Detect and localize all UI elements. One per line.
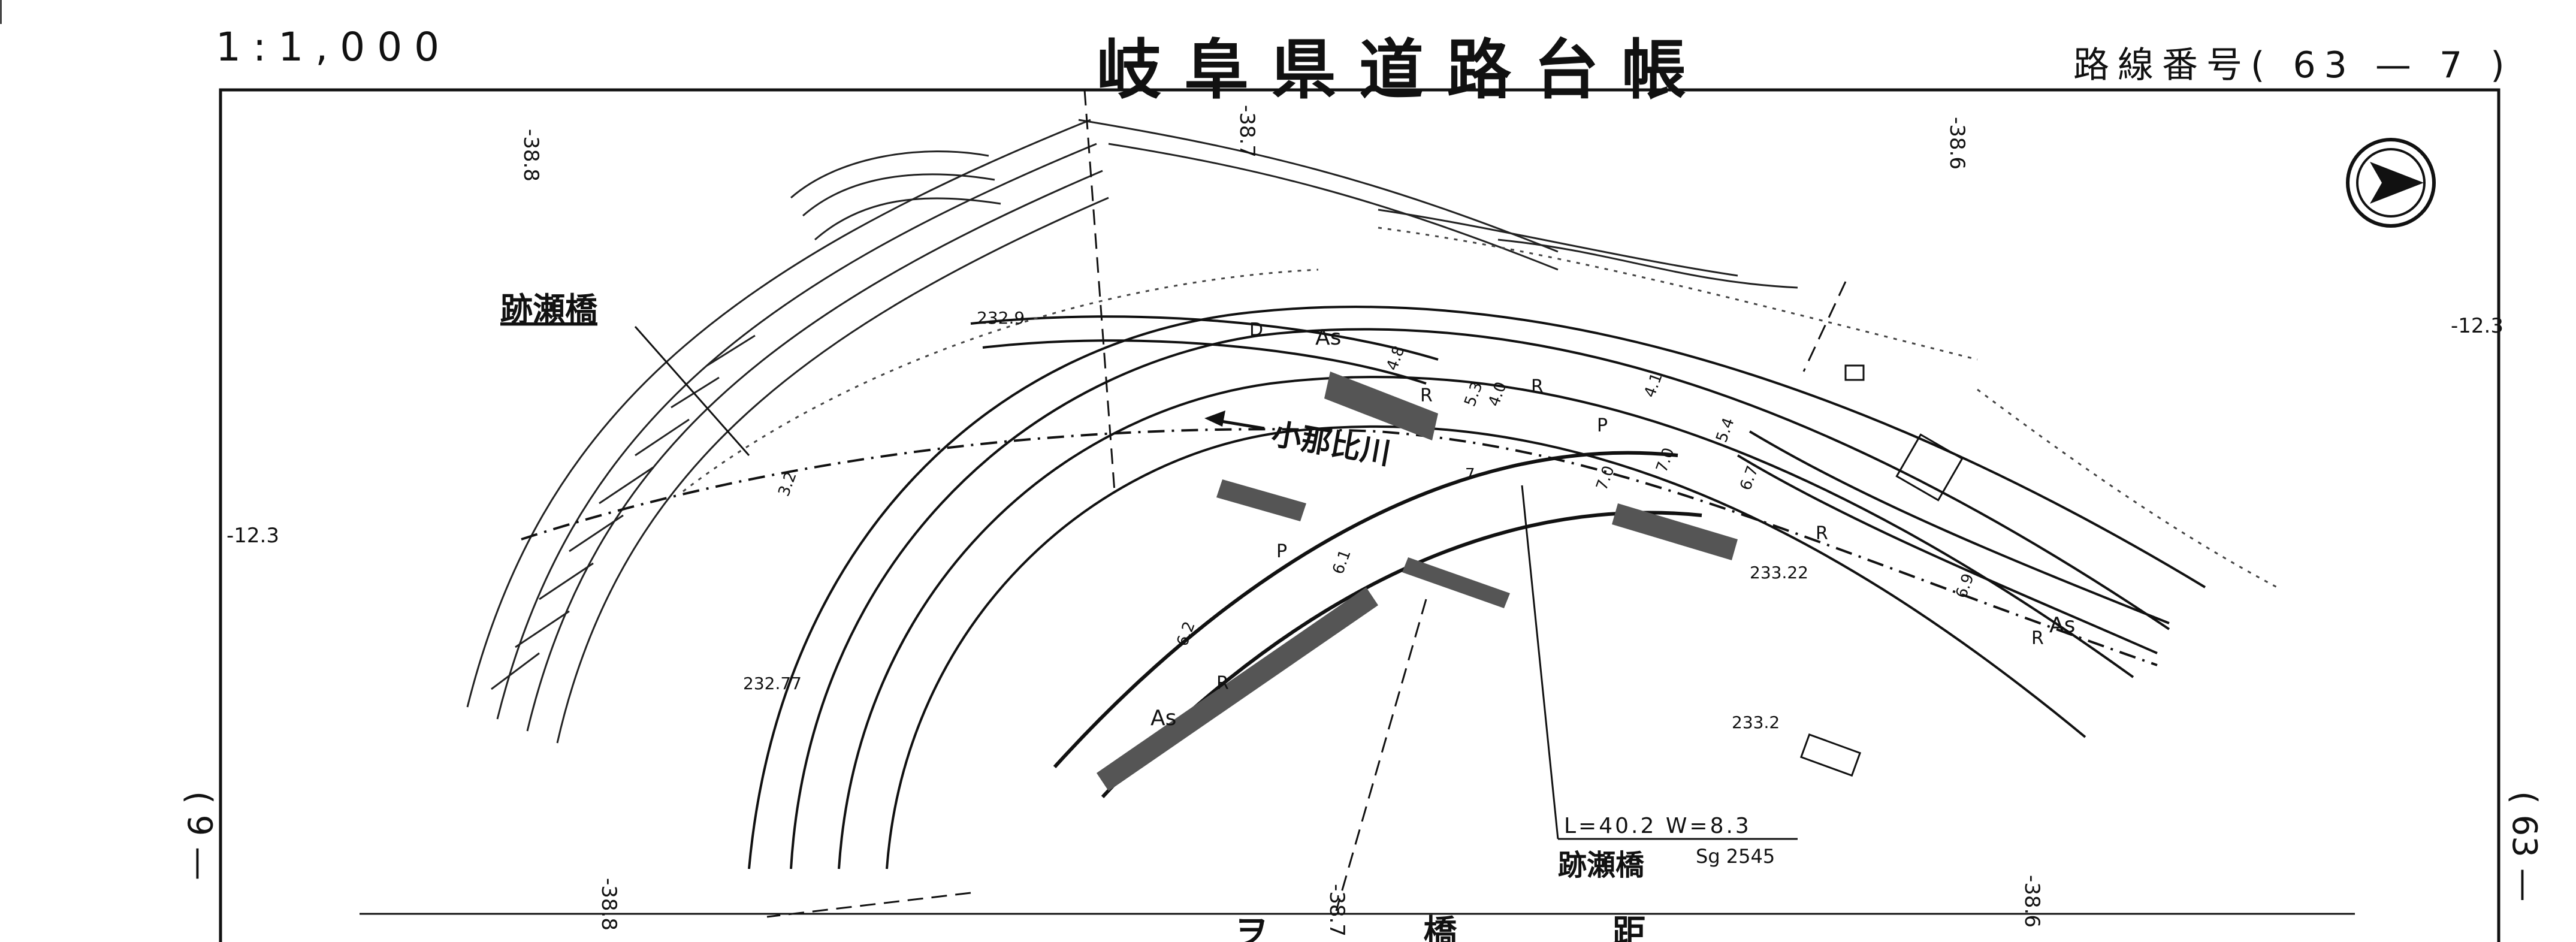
- dim-12: 4.8: [1383, 343, 1408, 373]
- elevation-4: 233.2: [1732, 712, 1780, 732]
- dim-10: 6.2: [1173, 619, 1198, 648]
- map-title: 岐阜県道路台帳: [1097, 32, 1710, 108]
- route-close: ): [2490, 44, 2513, 86]
- slope-hatching: [491, 334, 756, 690]
- surface-as-1: As: [1315, 325, 1341, 350]
- bridge-code: Sg 2545: [1696, 845, 1775, 868]
- road-mark-p2: P: [1276, 541, 1287, 562]
- route-label: 路線番号(: [2073, 44, 2273, 86]
- river-banks: [748, 306, 2206, 869]
- surface-as-2: As: [1150, 706, 1176, 730]
- hatched-blocks: [1097, 372, 1738, 791]
- road-mark-d: D: [1249, 319, 1263, 340]
- river-flow-arrow: [1204, 410, 1265, 430]
- road-mark-r2: R: [1531, 376, 1544, 397]
- grid-label-bottom-right: -38.6: [2020, 875, 2044, 928]
- upper-road: [970, 315, 2170, 654]
- bridge-leader-line: [634, 326, 750, 456]
- grid-label-left: -12.3: [227, 524, 279, 548]
- elevation-3: 233.22: [1750, 563, 1808, 582]
- grid-label-bottom-left: -38.8: [597, 878, 621, 931]
- road-mark-r4: R: [1816, 523, 1828, 544]
- bridge-name-label: 跡瀬橋: [500, 290, 598, 328]
- dim-9: 7: [1465, 466, 1475, 484]
- bridge-info-leader: [1521, 485, 1559, 840]
- bridge-info-name: 跡瀬橋: [1558, 849, 1645, 882]
- left-page-ref: ( 9 —: [180, 791, 219, 881]
- grid-label-top-right: -38.6: [1945, 117, 1969, 170]
- road-mark-r3: R: [1216, 673, 1229, 694]
- edge-mark: [0, 0, 2, 24]
- elevation-2: 232.77: [743, 674, 802, 693]
- surface-as-3: As: [2049, 613, 2075, 638]
- buildings: [1799, 364, 1964, 777]
- dim-13: 3.2: [775, 469, 800, 499]
- dim-4: 5.4: [1713, 415, 1738, 445]
- grid-label-top-left: -38.8: [519, 129, 543, 182]
- bottom-caption: ヲ 橋 距: [1234, 913, 1718, 942]
- grid-label-top-mid: -38.7: [1235, 105, 1259, 158]
- map-frame: [219, 88, 2500, 942]
- bridge-dimensions: L=40.2 W=8.3: [1564, 814, 1751, 838]
- grid-label-right: -12.3: [2451, 314, 2503, 338]
- route-number: 路線番号( 63 — 7 ): [2073, 36, 2513, 88]
- route-value: 63 — 7: [2293, 44, 2471, 86]
- elevation-1: 232.9: [977, 308, 1025, 328]
- boundary-dots: [682, 227, 2278, 588]
- dim-11: 6.1: [1329, 547, 1354, 576]
- dim-5: 7.0: [1593, 463, 1618, 493]
- river-name-label: 小那比川: [1269, 416, 1393, 472]
- grid-label-bottom-mid: -38.7: [1325, 884, 1349, 937]
- map-scale: 1:1,000: [216, 24, 452, 70]
- right-page-ref: ( 63 —: [2505, 791, 2544, 902]
- north-arrow-icon: [2346, 138, 2436, 228]
- dim-8: 6.9: [1952, 571, 1977, 600]
- grid-lines: [766, 89, 1847, 918]
- road-mark-r1: R: [1420, 385, 1433, 406]
- road-mark-r5: R: [2031, 628, 2044, 649]
- road-mark-p1: P: [1597, 415, 1608, 436]
- dim-6: 7.0: [1653, 445, 1678, 475]
